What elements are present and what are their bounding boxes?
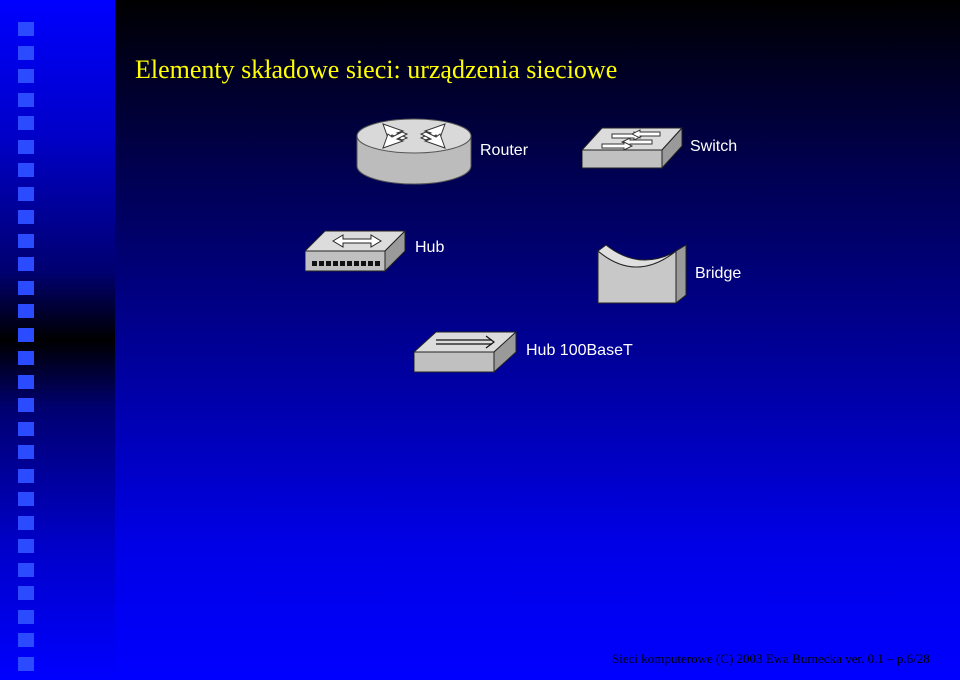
decorative-square — [18, 233, 34, 248]
decorative-square — [18, 257, 34, 271]
decorative-square — [18, 656, 34, 671]
hub-100baset-label: Hub 100BaseT — [526, 342, 633, 359]
decorative-square — [18, 374, 34, 389]
decorative-square — [18, 22, 34, 36]
decorative-square — [18, 539, 34, 553]
decorative-square — [18, 304, 34, 318]
slide-footer: Sieci komputerowe (C) 2003 Ewa Burnecka … — [612, 651, 930, 666]
decorative-square — [18, 69, 34, 83]
bridge-label: Bridge — [695, 265, 742, 282]
decorative-square — [18, 633, 34, 647]
decorative-square — [18, 163, 34, 177]
slide-main-area — [115, 0, 960, 680]
decorative-square — [18, 351, 34, 365]
decorative-square — [18, 562, 34, 577]
decorative-square — [18, 586, 34, 600]
decorative-square — [18, 398, 34, 412]
left-sidebar-bar — [0, 0, 115, 680]
switch-label: Switch — [690, 138, 738, 155]
decorative-square — [18, 468, 34, 483]
decorative-square — [18, 45, 34, 60]
decorative-square — [18, 92, 34, 107]
slide-title: Elementy składowe sieci: urządzenia siec… — [135, 55, 618, 84]
decorative-square — [18, 445, 34, 459]
decorative-square — [18, 186, 34, 201]
decorative-square — [18, 116, 34, 130]
decorative-square — [18, 327, 34, 342]
decorative-square — [18, 515, 34, 530]
decorative-square — [18, 421, 34, 436]
decorative-square — [18, 492, 34, 506]
router-icon — [356, 118, 472, 185]
decorative-square — [18, 210, 34, 224]
bridge-icon — [597, 244, 687, 305]
decorative-squares — [18, 0, 40, 680]
decorative-square — [18, 139, 34, 154]
router-label: Router — [480, 142, 529, 159]
hub-label: Hub — [415, 239, 445, 256]
decorative-square — [18, 280, 34, 295]
decorative-square — [18, 609, 34, 624]
switch-icon — [582, 126, 684, 170]
hub-icon — [305, 229, 407, 273]
hub-100basetx-icon — [414, 330, 518, 374]
